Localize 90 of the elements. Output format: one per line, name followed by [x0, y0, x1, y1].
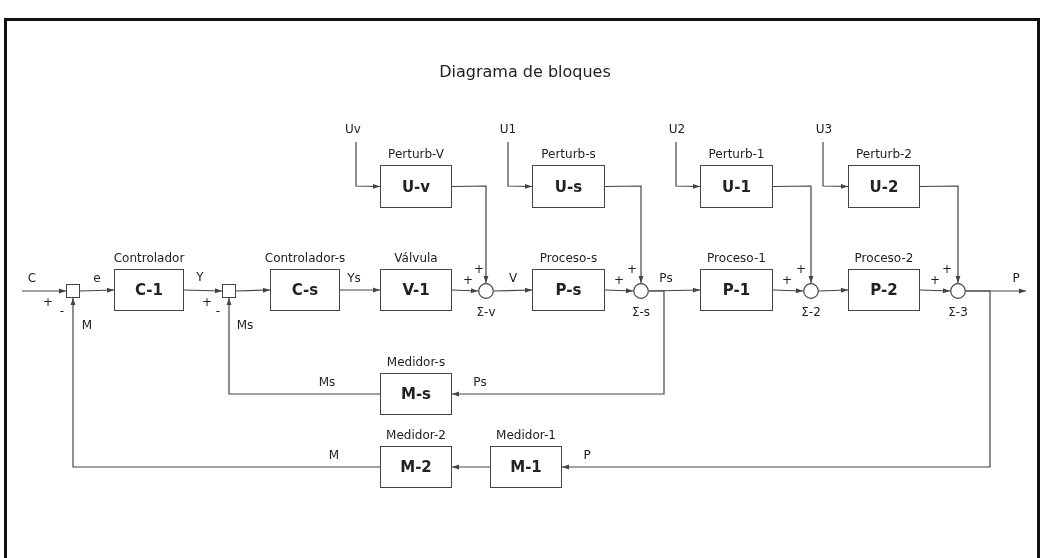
signal-arrow	[355, 141, 381, 189]
signal-label: Ps	[659, 271, 673, 285]
block-title: Medidor-2	[385, 428, 447, 443]
block-title: Controlador	[112, 251, 186, 266]
signal-arrow	[818, 287, 849, 293]
signal-arrow	[604, 288, 634, 294]
block-title: Válvula	[393, 251, 439, 266]
block-title: Proceso-2	[853, 251, 915, 266]
signal-label: Ps	[473, 375, 487, 389]
sign-label: +	[795, 262, 807, 276]
block-title: Perturb-1	[707, 147, 766, 162]
signal-arrow	[339, 287, 381, 293]
signal-arrow	[451, 290, 665, 397]
signal-arrow	[772, 185, 814, 284]
signal-arrow	[79, 287, 115, 293]
signal-arrow	[675, 141, 701, 189]
signal-label: Y	[196, 270, 204, 284]
transfer-block: C-1	[114, 269, 184, 311]
signal-arrow	[919, 288, 951, 294]
signal-arrow	[507, 141, 533, 189]
signal-arrow	[70, 297, 381, 468]
transfer-block: V-1	[380, 269, 452, 311]
signal-arrow	[451, 288, 479, 294]
junction-label: Σ-v	[476, 305, 496, 319]
block-title: Perturb-2	[855, 147, 913, 162]
signal-arrow	[235, 287, 271, 293]
sign-label: Ms	[236, 318, 254, 332]
sign-label: +	[929, 273, 941, 287]
signal-arrow	[919, 185, 961, 284]
comparator-block	[222, 284, 236, 298]
summing-junction	[950, 283, 966, 299]
transfer-block: M-s	[380, 373, 452, 415]
junction-label: Σ-3	[948, 305, 968, 319]
comparator-block	[66, 284, 80, 298]
sign-label: +	[473, 262, 485, 276]
block-title: Medidor-1	[495, 428, 557, 443]
block-title: Controlador-s	[263, 251, 347, 266]
junction-label: Σ-s	[631, 305, 651, 319]
sign-label: -	[215, 304, 221, 318]
signal-label: U3	[815, 122, 833, 136]
sign-label: +	[626, 262, 638, 276]
sign-label: -	[59, 304, 65, 318]
transfer-block: U-v	[380, 165, 452, 208]
transfer-block: P-1	[700, 269, 773, 311]
block-title: Proceso-1	[706, 251, 767, 266]
block-title: Perturb-V	[387, 147, 445, 162]
signal-label: Ys	[347, 271, 361, 285]
signal-label: C	[27, 271, 37, 285]
transfer-block: U-1	[700, 165, 773, 208]
block-title: Perturb-s	[540, 147, 597, 162]
signal-label: U1	[499, 122, 517, 136]
signal-arrow	[772, 288, 804, 294]
signal-arrow	[561, 290, 991, 470]
summing-junction	[478, 283, 494, 299]
signal-arrow	[604, 185, 644, 284]
sign-label: M	[81, 318, 93, 332]
signal-label: Ms	[318, 375, 336, 389]
signal-arrow	[183, 288, 223, 294]
diagram-title: Diagrama de bloques	[438, 62, 612, 81]
transfer-block: M-1	[490, 446, 562, 488]
transfer-block: C-s	[270, 269, 340, 311]
signal-label: V	[508, 271, 518, 285]
signal-arrow	[226, 297, 381, 395]
signal-label: P	[1012, 271, 1020, 285]
sign-label: +	[201, 295, 213, 309]
transfer-block: P-2	[848, 269, 920, 311]
signal-arrow	[21, 288, 67, 294]
junction-label: Σ-2	[801, 305, 821, 319]
signal-label: e	[93, 271, 101, 285]
sign-label: +	[781, 273, 793, 287]
sign-label: +	[462, 273, 474, 287]
transfer-block: U-2	[848, 165, 920, 208]
signal-arrow	[451, 185, 489, 284]
transfer-block: P-s	[532, 269, 605, 311]
signal-label: M	[328, 448, 340, 462]
block-title: Medidor-s	[385, 355, 447, 370]
sign-label: +	[941, 262, 953, 276]
sign-label: +	[42, 295, 54, 309]
signal-label: P	[583, 448, 591, 462]
summing-junction	[803, 283, 819, 299]
sign-label: +	[613, 273, 625, 287]
signal-arrow	[493, 287, 533, 293]
signal-arrow	[451, 464, 491, 470]
transfer-block: U-s	[532, 165, 605, 208]
signal-arrow	[822, 141, 849, 189]
signal-label: U2	[668, 122, 686, 136]
transfer-block: M-2	[380, 446, 452, 488]
signal-label: Uv	[345, 122, 361, 136]
summing-junction	[633, 283, 649, 299]
block-title: Proceso-s	[538, 251, 599, 266]
